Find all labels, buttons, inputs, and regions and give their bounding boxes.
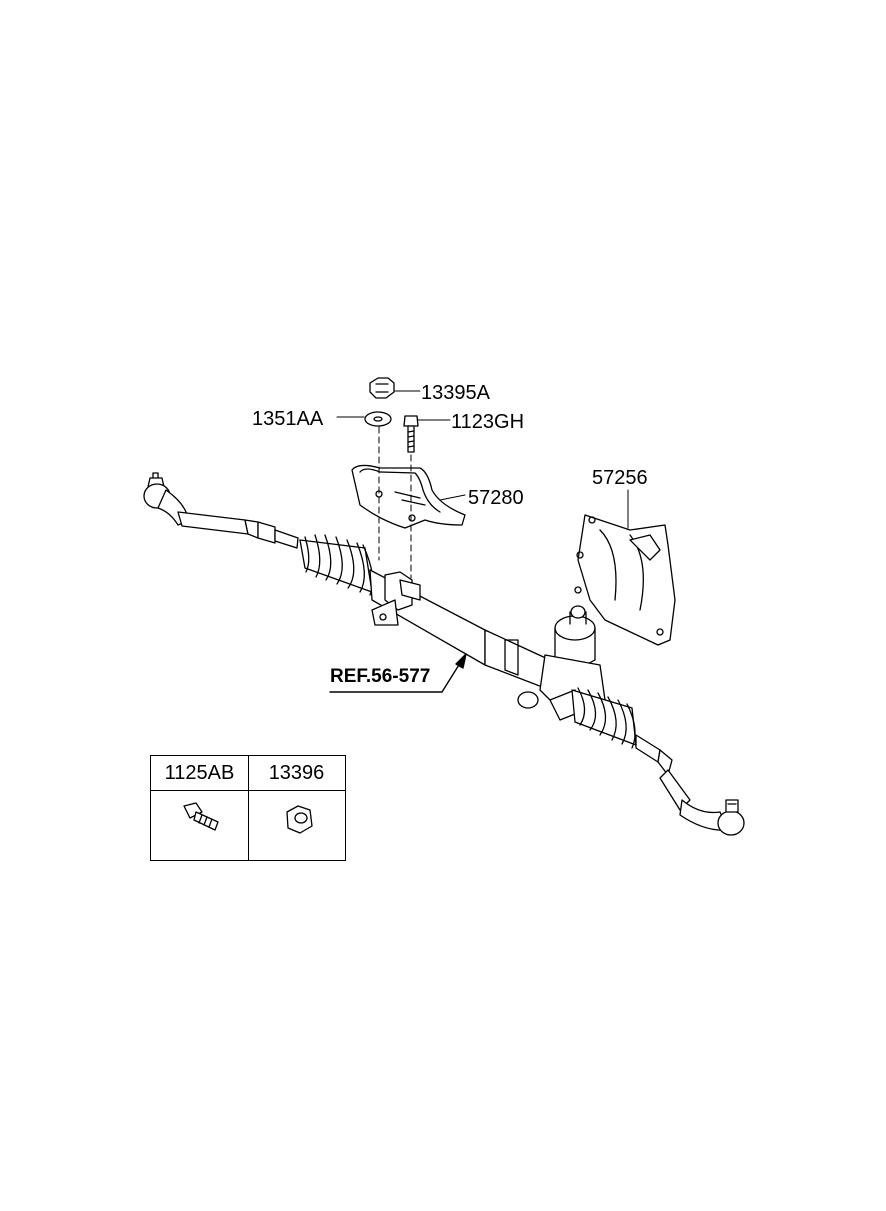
- heat-shield-57280: [351, 464, 466, 529]
- washer-1351aa-icon: [364, 411, 392, 427]
- left-bellows-boot: [299, 534, 374, 596]
- bolt-1123gh-icon: [403, 415, 419, 453]
- left-tie-rod-end: [143, 472, 299, 549]
- reference-arrow: [329, 653, 467, 693]
- right-tie-rod-end: [635, 734, 745, 836]
- callout-57256: 57256: [592, 467, 648, 489]
- callout-reference: REF.56-577: [330, 666, 431, 687]
- rack-housing-tube: [369, 569, 551, 691]
- callout-1123gh: 1123GH: [451, 411, 525, 433]
- callout-57280: 57280: [468, 487, 524, 509]
- legend-cell-13396: [248, 791, 345, 860]
- leader-lines: [336, 390, 629, 579]
- legend-nut-13396: [286, 805, 313, 834]
- legend-bolt-1125ab: [183, 802, 219, 831]
- legend-header-13396: 13396: [248, 756, 345, 791]
- legend-column-13396: 13396: [248, 756, 345, 860]
- legend-cell-1125ab: [151, 791, 248, 860]
- callout-1351aa: 1351AA: [252, 408, 324, 430]
- legend-header-1125ab: 1125AB: [151, 756, 248, 791]
- right-bellows-boot: [571, 687, 637, 749]
- legend-column-1125ab: 1125AB: [151, 756, 249, 860]
- callout-13395a: 13395A: [421, 382, 490, 404]
- boot-cover-57256: [574, 514, 676, 646]
- legend-table: 1125AB 13396: [150, 755, 346, 861]
- nut-13395a-icon: [369, 377, 395, 399]
